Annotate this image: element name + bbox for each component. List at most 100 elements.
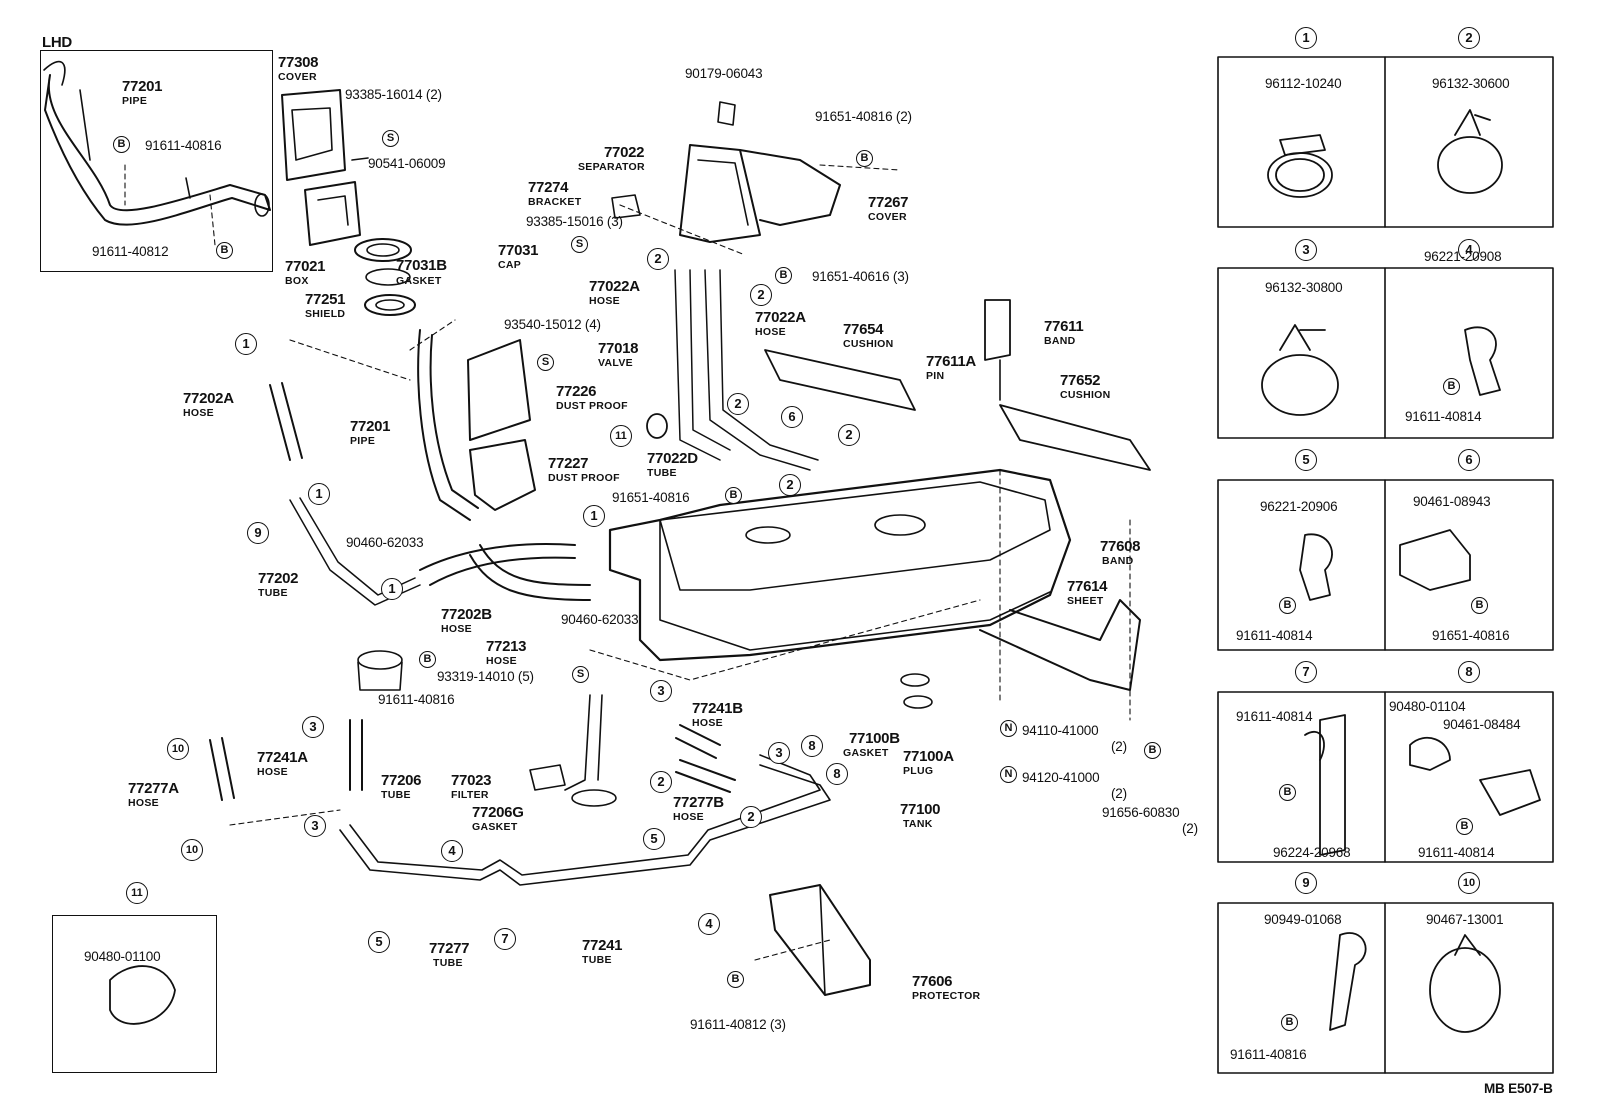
legend-9-part-b: 91611-40816	[1230, 1047, 1307, 1062]
legend-6-part-a: 90461-08943	[1413, 494, 1491, 509]
nut-n2: 94120-41000	[1022, 770, 1100, 785]
hose241b-name: HOSE	[692, 717, 723, 729]
tube206-number: 77206	[381, 772, 422, 789]
legend-11-frame	[52, 915, 217, 1073]
bolt-symbol-b: B	[1144, 742, 1161, 759]
clamp-b: 90460-62033	[561, 612, 639, 627]
callout-1: 1	[583, 505, 605, 527]
callout-1: 1	[235, 333, 257, 355]
legend-6-part-b: 91651-40816	[1432, 628, 1510, 643]
separator-number: 77022	[604, 144, 645, 161]
legend-4-part-a: 96221-20908	[1424, 249, 1502, 264]
screw-d: 93319-14010 (5)	[437, 669, 534, 684]
pipe-name: PIPE	[350, 435, 376, 447]
lhd-title: LHD	[42, 34, 72, 51]
bolt-symbol-b: B	[775, 267, 792, 284]
bolt-h: 91611-40812 (3)	[690, 1017, 786, 1032]
shield-name: SHIELD	[305, 308, 346, 320]
callout-1: 1	[308, 483, 330, 505]
legend-7-part-a: 91611-40814	[1236, 709, 1313, 724]
fuel-lines-drawing	[209, 650, 933, 886]
dust2-number: 77227	[548, 455, 589, 472]
protector-name: PROTECTOR	[912, 990, 981, 1002]
cap-name: CAP	[498, 259, 522, 271]
callout-2: 2	[740, 806, 762, 828]
bolt-c: 91651-40816 (2)	[815, 109, 912, 124]
bolt-g: 91656-60830	[1102, 805, 1180, 820]
legend-7-part-b: 96224-20968	[1273, 845, 1351, 860]
screw-symbol-s: S	[537, 354, 554, 371]
hose13-number: 77213	[486, 638, 527, 655]
gasket100-name: GASKET	[843, 747, 889, 759]
band2-number: 77608	[1100, 538, 1141, 555]
callout-2: 2	[838, 424, 860, 446]
screw-b: 93385-15016 (3)	[526, 214, 623, 229]
gasket-b-number: 77031B	[396, 257, 447, 274]
lhd-inset-frame	[40, 50, 273, 272]
bolt-symbol-b: B	[1279, 597, 1296, 614]
band-number: 77611	[1044, 318, 1084, 335]
legend-1-part: 96112-10240	[1265, 76, 1342, 91]
tank-name: TANK	[903, 818, 933, 830]
bracket-number: 77274	[528, 179, 569, 196]
bolt-g-qty: (2)	[1182, 821, 1198, 836]
nut-n2-qty: (2)	[1111, 786, 1127, 801]
legend-9-part-a: 90949-01068	[1264, 912, 1342, 927]
hose-a2-name: HOSE	[755, 326, 786, 338]
bolt-symbol-b: B	[1471, 597, 1488, 614]
cushion2-number: 77652	[1060, 372, 1101, 389]
legend-2-number: 2	[1458, 27, 1480, 49]
gasket100-number: 77100B	[849, 730, 900, 747]
hose241a-number: 77241A	[257, 749, 308, 766]
nut-symbol-n: N	[1000, 720, 1017, 737]
legend-3-part: 96132-30800	[1265, 280, 1343, 295]
legend-7-number: 7	[1295, 661, 1317, 683]
bolt-symbol-b: B	[856, 150, 873, 167]
legend-5-part-b: 91611-40814	[1236, 628, 1313, 643]
callout-3: 3	[304, 815, 326, 837]
hose2b-name: HOSE	[441, 623, 472, 635]
legend-5-part-a: 96221-20906	[1260, 499, 1338, 514]
callout-3: 3	[768, 742, 790, 764]
hose-a-name: HOSE	[589, 295, 620, 307]
callout-2: 2	[750, 284, 772, 306]
page-code: MB E507-B	[1484, 1081, 1553, 1096]
callout-7: 7	[494, 928, 516, 950]
filter-number: 77023	[451, 772, 492, 789]
callout-5: 5	[643, 828, 665, 850]
cushion-name: CUSHION	[843, 338, 894, 350]
legend-clamps	[109, 109, 1541, 1033]
cover-number: 77308	[278, 54, 319, 71]
tank-number: 77100	[900, 801, 941, 818]
sheet-name: SHEET	[1067, 595, 1104, 607]
lhd-pipe-name: PIPE	[122, 95, 148, 107]
gasket206-number: 77206G	[472, 804, 524, 821]
tube-d-name: TUBE	[647, 467, 677, 479]
hose241a-name: HOSE	[257, 766, 288, 778]
valve-name: VALVE	[598, 357, 633, 369]
hose2b-number: 77202B	[441, 606, 492, 623]
plug-number: 77100A	[903, 748, 954, 765]
screw-symbol-s: S	[572, 666, 589, 683]
callout-2: 2	[779, 474, 801, 496]
bolt-symbol-b: B	[1443, 378, 1460, 395]
legend-1-number: 1	[1295, 27, 1317, 49]
tube-d-number: 77022D	[647, 450, 698, 467]
cover2-number: 77267	[868, 194, 909, 211]
legend-grid	[1217, 56, 1554, 1074]
hose13-name: HOSE	[486, 655, 517, 667]
bracket-name: BRACKET	[528, 196, 582, 208]
legend-11-number: 11	[126, 882, 148, 904]
nut-a: 90541-06009	[368, 156, 446, 171]
dust2-name: DUST PROOF	[548, 472, 620, 484]
legend-8-number: 8	[1458, 661, 1480, 683]
callout-8: 8	[801, 735, 823, 757]
grommet-top: 90179-06043	[685, 66, 763, 81]
bolt-symbol-b: B	[1279, 784, 1296, 801]
box11-part: 90480-01100	[84, 949, 161, 964]
bolt-symbol-b: B	[1456, 818, 1473, 835]
protector-number: 77606	[912, 973, 953, 990]
lhd-pipe-number: 77201	[122, 78, 163, 95]
callout-1: 1	[381, 578, 403, 600]
